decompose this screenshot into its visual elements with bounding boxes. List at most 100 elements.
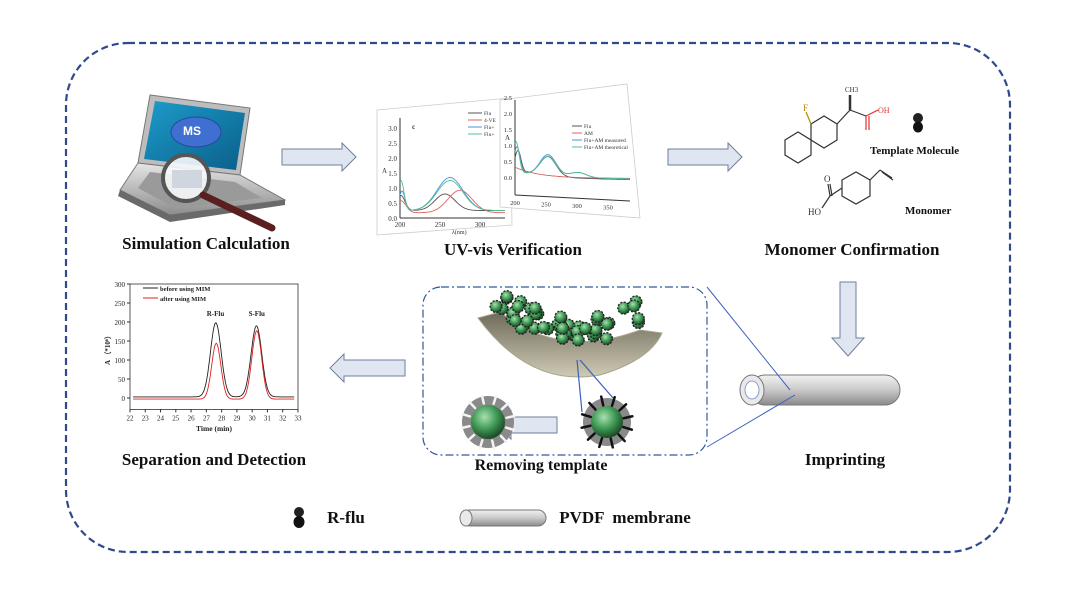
x-tick-label: 23 [142, 414, 150, 422]
x-tick-label: 33 [294, 414, 302, 422]
cavity-mark [499, 434, 508, 444]
template-molecule-mark [618, 403, 628, 412]
uv-right-ytick: 0.0 [504, 175, 512, 182]
arrow-left-icon [329, 352, 406, 384]
y-tick-label: 50 [118, 376, 126, 384]
template-molecule-mark [609, 437, 615, 449]
template-molecule-mark [586, 432, 596, 441]
uv-right-legend-entry: Flu+AM measured [584, 138, 626, 144]
template-molecule-structure [784, 95, 879, 164]
cavity-mark [500, 402, 510, 411]
y-tick-label: 0 [122, 395, 126, 403]
uv-left-xtick: 250 [435, 221, 446, 229]
laptop-illustration [118, 94, 287, 232]
uv-left-ytick: 2.5 [388, 140, 397, 148]
monomer-structure [821, 169, 894, 209]
curve-before-mim [133, 322, 295, 398]
x-tick-label: 30 [249, 414, 257, 422]
plot-frame [129, 283, 299, 410]
arrow-right-icon [667, 141, 743, 173]
zoom-line [706, 286, 791, 391]
atom-OH: OH [878, 106, 890, 115]
label-simulation: Simulation Calculation [122, 234, 290, 253]
imprinted-sphere [511, 299, 525, 314]
y-tick-label: 300 [115, 281, 126, 289]
template-molecule-mark [622, 414, 634, 420]
x-tick-label: 32 [279, 414, 287, 422]
imprinted-sphere [536, 320, 551, 335]
imprinted-sphere [571, 333, 585, 347]
zoom-line [706, 394, 796, 448]
uv-left-xlabel: λ(nm) [452, 229, 467, 236]
imprinted-sphere [555, 331, 570, 345]
template-molecule-mark [580, 424, 592, 430]
x-tick-label: 26 [188, 414, 196, 422]
uv-right-ytick: 1.5 [504, 127, 512, 134]
uv-left-curve [399, 179, 505, 211]
uv-right-xtick: 250 [541, 202, 551, 209]
membrane-cross-section [477, 290, 663, 378]
uv-left-ytick: 1.0 [388, 185, 397, 193]
uv-left-ytick: 1.5 [388, 170, 397, 178]
label-uvvis: UV-vis Verification [443, 240, 583, 259]
uv-left-legend-entry: Flu+ [484, 125, 494, 131]
x-axis-label: Time (min) [196, 424, 232, 433]
laptop-screen-text: MS [183, 124, 201, 138]
atom-O: O [824, 174, 831, 184]
x-tick-label: 24 [157, 414, 165, 422]
atom-CH3: CH3 [845, 86, 859, 94]
uv-right-ylabel: A [505, 134, 510, 142]
arrow-right-icon [281, 141, 357, 173]
uv-left-ylabel: A [382, 167, 387, 175]
uv-left-curve [399, 189, 505, 214]
uv-left-ytick: 0.5 [388, 200, 397, 208]
uv-left-xtick: 300 [475, 221, 486, 229]
uv-left-xtick: 200 [395, 221, 406, 229]
cavity-mark [492, 394, 498, 406]
label-imprinting: Imprinting [804, 450, 886, 469]
imprinted-sphere [578, 321, 593, 336]
cavity-mark [505, 414, 516, 420]
imprinted-sphere-template-removed [460, 394, 516, 450]
label-removing-template: Removing template [474, 457, 608, 474]
uv-right-ytick: 2.0 [504, 111, 512, 118]
pvdf-tube [739, 374, 901, 406]
legend-tube-icon [459, 509, 547, 527]
imprinted-sphere [599, 332, 614, 346]
legend-rflu-icon [293, 507, 305, 528]
cavity-mark [480, 394, 486, 405]
cavity-mark [490, 439, 496, 450]
y-axis-label: A （*10⁶） [104, 332, 112, 365]
y-tick-label: 100 [115, 357, 126, 365]
uv-right-ytick: 1.0 [504, 143, 512, 150]
uv-right-xtick: 200 [510, 200, 520, 207]
y-tick-label: 250 [115, 300, 126, 308]
template-molecule-mark [621, 425, 634, 431]
x-tick-label: 28 [218, 414, 226, 422]
x-tick-label: 25 [172, 414, 180, 422]
rflu-icon [913, 113, 923, 133]
uv-right-legend-entry: Flu [584, 124, 592, 130]
uv-right-ytick: 2.5 [504, 95, 512, 102]
imprinted-sphere [508, 313, 523, 328]
y-tick-label: 200 [115, 319, 126, 327]
template-molecule-mark [617, 433, 626, 443]
imprinted-sphere [591, 309, 605, 324]
x-tick-label: 27 [203, 414, 211, 422]
template-molecule-label: Template Molecule [870, 145, 960, 157]
uv-right-curve [514, 140, 630, 180]
label-separation: Separation and Detection [121, 450, 307, 469]
legend-after: after using MIM [160, 296, 206, 303]
uv-left-legend-entry: Flu+ [484, 132, 494, 138]
label-monomer-confirmation: Monomer Confirmation [764, 240, 940, 259]
x-tick-label: 31 [264, 414, 272, 422]
zoom-line [576, 359, 583, 413]
x-axis [514, 194, 631, 202]
imprinted-sphere-with-template [580, 395, 634, 449]
y-tick-label: 150 [115, 338, 126, 346]
imprinted-sphere [520, 314, 534, 328]
imprinted-sphere [600, 317, 614, 331]
